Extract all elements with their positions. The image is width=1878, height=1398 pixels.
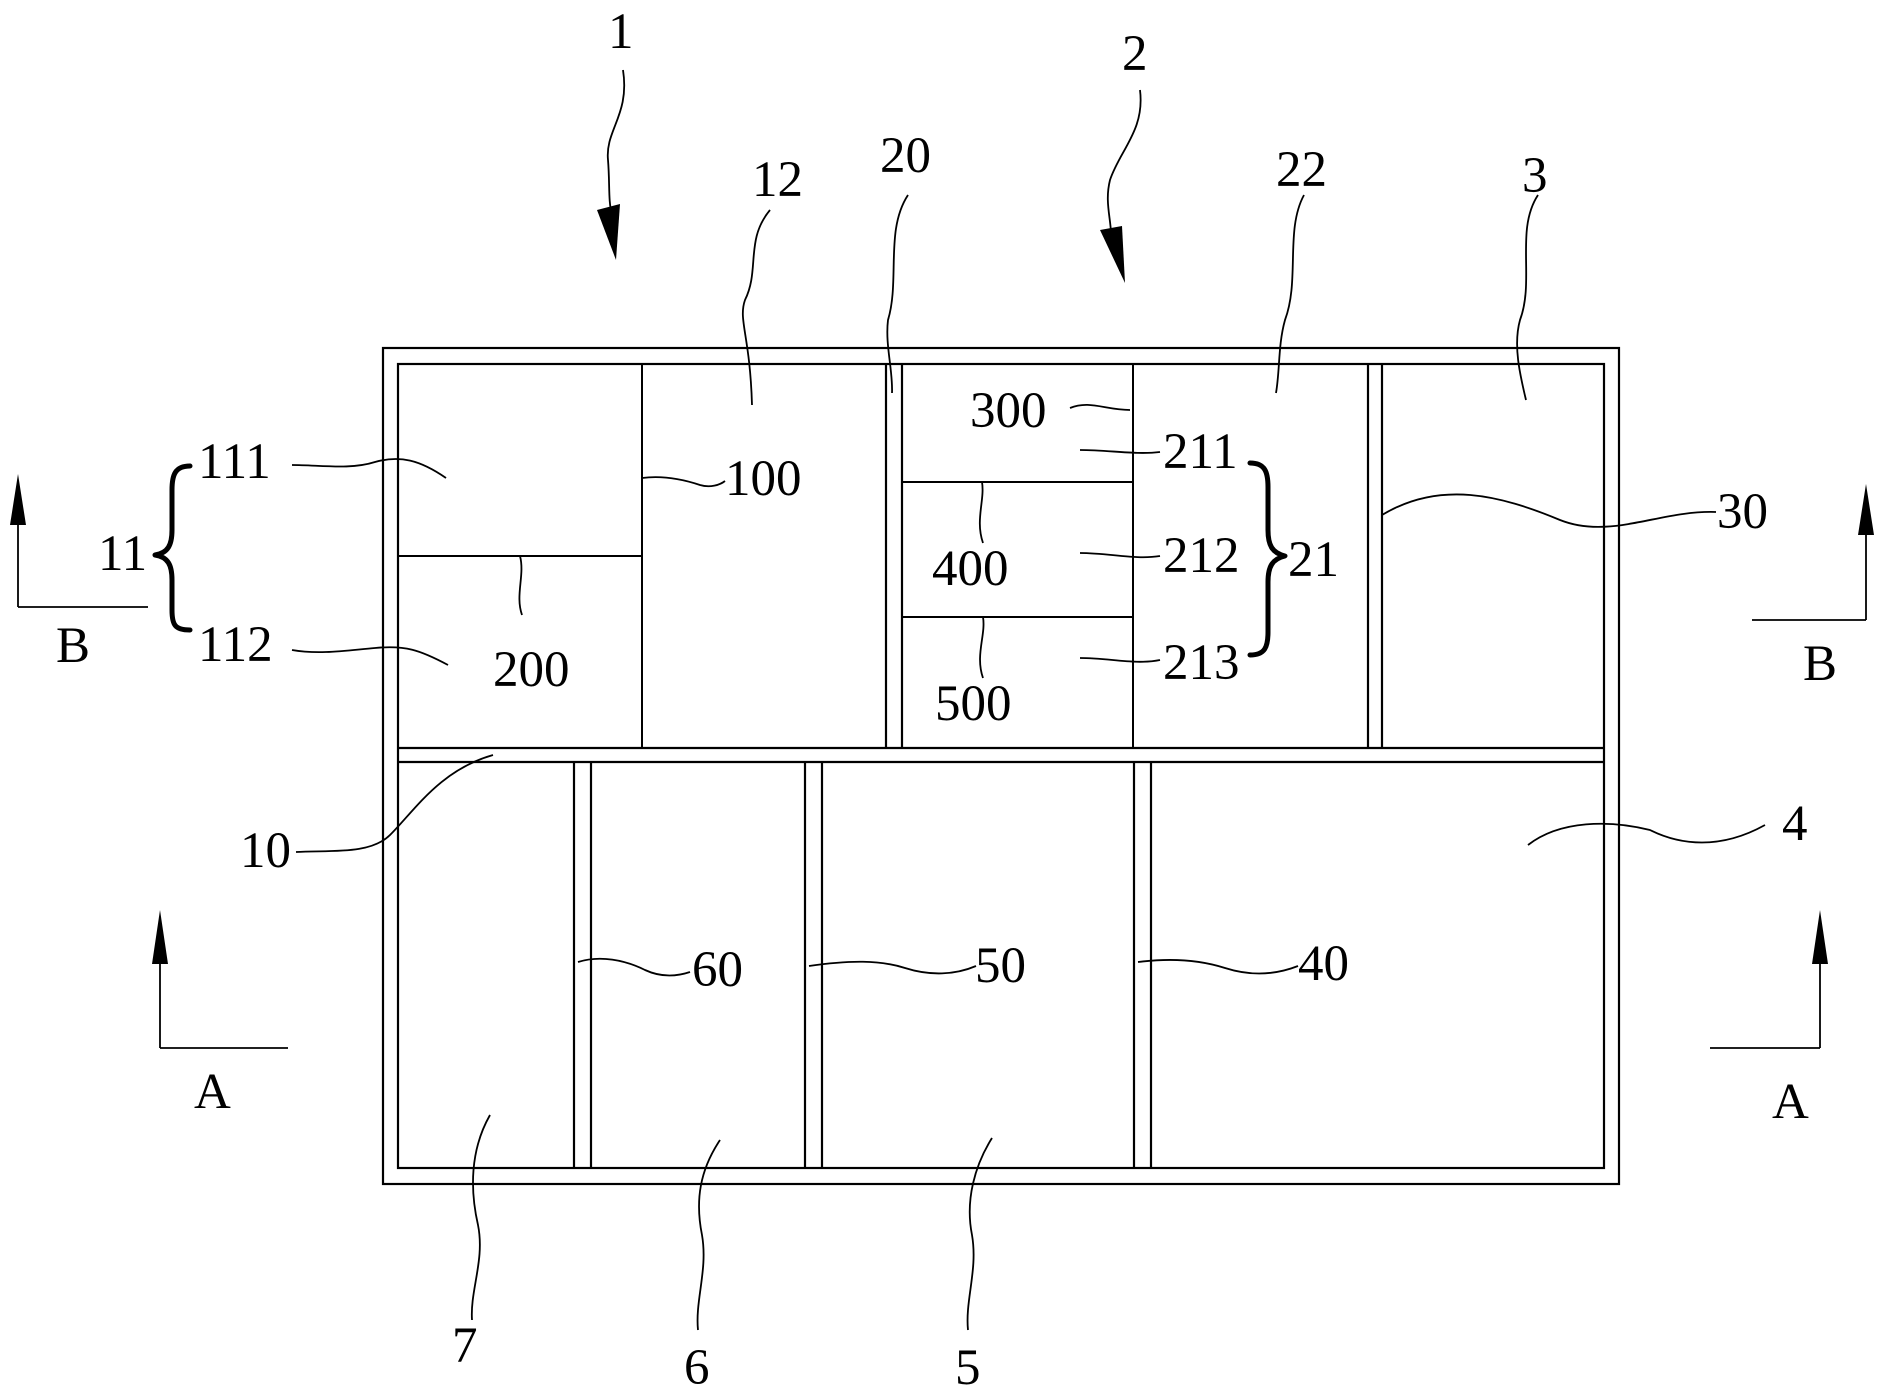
leader-200: [518, 555, 523, 616]
section-label-a-right: A: [1772, 1074, 1809, 1130]
section-label-a-left: A: [194, 1064, 231, 1120]
label-300: 300: [970, 383, 1047, 439]
leader-112: [291, 646, 449, 666]
label-2: 2: [1122, 26, 1148, 82]
brace-11: [152, 463, 193, 633]
leader-60: [577, 957, 691, 977]
label-200: 200: [493, 642, 570, 698]
label-11: 11: [98, 526, 147, 582]
section-marker-b-left: [10, 474, 148, 608]
label-1: 1: [608, 4, 634, 60]
leader-6: [696, 1139, 721, 1331]
label-10: 10: [240, 823, 291, 879]
leader-3: [1516, 194, 1539, 401]
leader-30: [1381, 493, 1717, 528]
leader-100: [641, 476, 726, 488]
leader-111: [291, 458, 447, 479]
leader-4: [1527, 822, 1766, 846]
section-marker-b-right: [1752, 484, 1874, 621]
label-5: 5: [955, 1340, 981, 1396]
label-40: 40: [1298, 936, 1349, 992]
leader-7: [470, 1114, 491, 1321]
label-60: 60: [692, 942, 743, 998]
section-label-b-right: B: [1803, 636, 1837, 692]
leader-211: [1079, 449, 1161, 454]
leader-213: [1079, 657, 1161, 663]
label-100: 100: [725, 451, 802, 507]
leader-500: [979, 616, 985, 679]
label-12: 12: [752, 152, 803, 208]
label-22: 22: [1276, 142, 1327, 198]
leader-300: [1069, 404, 1131, 411]
section-marker-a-left: [152, 910, 288, 1049]
leader-10: [295, 754, 494, 853]
brace-21: [1247, 460, 1288, 658]
leader-40: [1137, 959, 1299, 975]
leader-50: [808, 960, 977, 975]
label-50: 50: [975, 938, 1026, 994]
label-111: 111: [198, 434, 271, 490]
leader-20: [886, 194, 909, 394]
label-212: 212: [1163, 528, 1240, 584]
leader-lines: [291, 194, 1766, 1331]
section-marker-a-right: [1710, 910, 1828, 1049]
label-3: 3: [1522, 148, 1548, 204]
lower-rooms: [572, 762, 1153, 1168]
arrow-1: [597, 69, 626, 260]
outer-walls: [381, 346, 1621, 1186]
label-213: 213: [1163, 635, 1240, 691]
label-112: 112: [198, 617, 273, 673]
reference-labels: 1 2 12 20 22 3 111 11 112 100 200 300 40…: [56, 4, 1837, 1396]
label-7: 7: [452, 1318, 478, 1374]
leader-400: [978, 481, 984, 544]
divider-wall-10: [398, 746, 1604, 764]
label-400: 400: [932, 541, 1009, 597]
label-211: 211: [1163, 424, 1238, 480]
arrow-2: [1100, 89, 1142, 283]
leader-5: [966, 1137, 993, 1331]
label-500: 500: [935, 676, 1012, 732]
label-21: 21: [1288, 532, 1339, 588]
leader-12: [741, 209, 771, 406]
label-6: 6: [684, 1340, 710, 1396]
upper-rooms: [398, 364, 1384, 748]
label-20: 20: [880, 128, 931, 184]
section-label-b-left: B: [56, 618, 90, 674]
outer-wall-outside: [381, 346, 1621, 1186]
label-30: 30: [1717, 484, 1768, 540]
leader-212: [1079, 552, 1161, 559]
leader-22: [1275, 194, 1305, 394]
label-4: 4: [1782, 796, 1808, 852]
outer-wall-inside: [396, 362, 1606, 1170]
